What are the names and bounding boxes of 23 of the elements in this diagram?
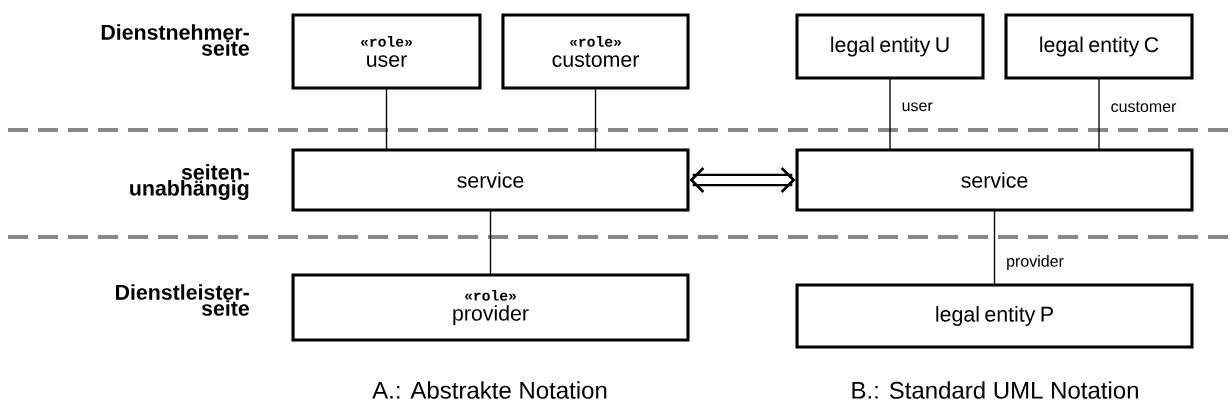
edge-label: provider (1007, 255, 1064, 270)
caption: A.: Abstrakte Notation (372, 381, 607, 399)
stereotype-box: «role» customer (501, 13, 690, 90)
row-label: Dienstleister- seite (116, 284, 249, 316)
connector-line (489, 209, 492, 276)
edge-label: user (902, 102, 933, 112)
caption: B.: Standard UML Notation (852, 381, 1138, 399)
connector-line (889, 77, 891, 151)
class-box: service (291, 148, 690, 212)
connector-line (385, 87, 388, 151)
stereotype-box: «role» user (291, 13, 482, 90)
class-box: legal entity C (1004, 13, 1194, 80)
double-arrow (689, 167, 796, 193)
class-box: legal entity P (795, 283, 1194, 349)
row-label: seiten- unabhängig (130, 164, 249, 200)
class-box: service (795, 148, 1194, 212)
connector-line (1098, 77, 1100, 151)
class-box: legal entity U (795, 13, 985, 80)
connector-line (993, 209, 996, 286)
row-label: Dienstnehmer- seite (101, 24, 249, 56)
edge-label: customer (1111, 101, 1177, 113)
connector-line (594, 87, 597, 151)
stereotype-box: «role» provider (291, 273, 690, 342)
